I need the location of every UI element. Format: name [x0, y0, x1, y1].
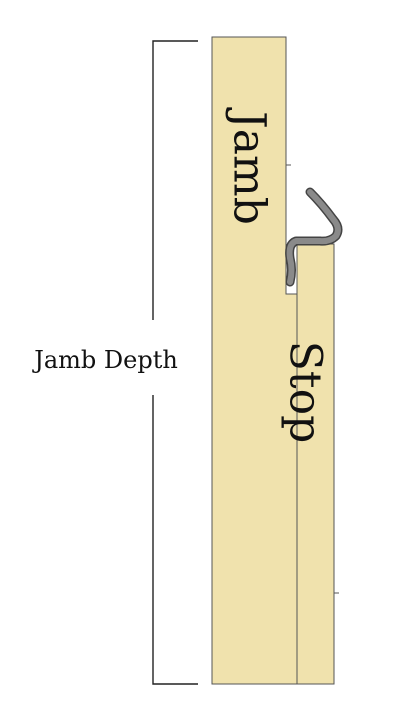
jamb-label: Jamb: [224, 107, 275, 225]
depth-bracket-top: [152, 40, 198, 320]
weatherstrip-core: [286, 189, 341, 285]
gap-outline: [285, 244, 298, 295]
stop-board: [296, 243, 335, 685]
depth-bracket-bottom: [152, 395, 198, 685]
stop-label: Stop: [280, 341, 331, 443]
jamb-depth-label: Jamb Depth: [31, 346, 178, 374]
